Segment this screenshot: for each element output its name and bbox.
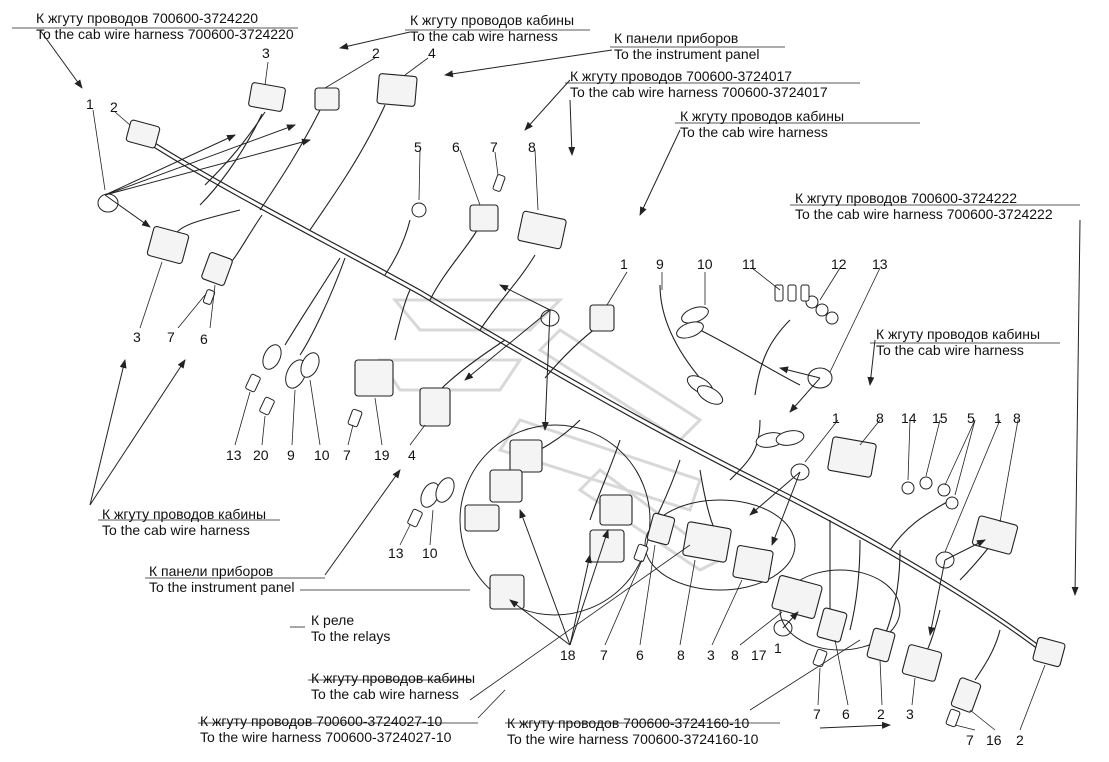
label-en: To the cab wire harness 700600-3724017 (570, 84, 828, 100)
label-panel-left: К панели приборов To the instrument pane… (149, 563, 295, 595)
label-ru: К реле (311, 612, 355, 628)
callout-number: 6 (636, 647, 644, 663)
callout-number: 7 (600, 647, 608, 663)
label-en: To the cab wire harness 700600-3724220 (36, 26, 294, 42)
label-en: To the cab wire harness 700600-3724222 (795, 206, 1053, 222)
label-cab-right: К жгуту проводов кабины To the cab wire … (876, 326, 1040, 358)
label-wire-3724027: К жгуту проводов 700600-3724027-10 To th… (200, 713, 451, 745)
callout-number: 7 (490, 139, 498, 155)
callout-number: 2 (1016, 732, 1024, 748)
label-ru: К жгуту проводов кабины (876, 326, 1041, 342)
callout-number: 15 (932, 410, 948, 426)
label-cab-bottom: К жгуту проводов кабины To the cab wire … (311, 670, 475, 702)
label-cab-3724222: К жгуту проводов 700600-3724222 To the c… (795, 190, 1053, 222)
label-wire-3724160: К жгуту проводов 700600-3724160-10 To th… (507, 715, 758, 747)
connectors (125, 73, 1066, 713)
label-ru: К жгуту проводов кабины (311, 670, 476, 686)
callout-number: 2 (877, 706, 885, 722)
callout-number: 4 (428, 45, 436, 61)
label-en: To the cab wire harness (102, 522, 250, 538)
callout-number: 10 (314, 447, 330, 463)
callout-number: 1 (994, 410, 1002, 426)
label-ru: К жгуту проводов 700600-3724220 (36, 10, 259, 26)
label-en: To the instrument panel (149, 579, 295, 595)
callout-number: 10 (697, 256, 713, 272)
callout-number: 2 (372, 45, 380, 61)
callout-number: 16 (986, 732, 1002, 748)
callout-number: 17 (751, 647, 767, 663)
callout-number: 3 (133, 329, 141, 345)
branches (174, 104, 1001, 681)
callout-number: 12 (831, 256, 847, 272)
leader-arrows (39, 29, 1081, 729)
callout-number: 1 (832, 410, 840, 426)
label-ru: К жгуту проводов 700600-3724027-10 (200, 713, 443, 729)
callout-number: 1 (86, 96, 94, 112)
label-en: To the cab wire harness (876, 342, 1024, 358)
callout-number: 9 (287, 447, 295, 463)
callout-number: 3 (707, 647, 715, 663)
label-en: To the relays (311, 628, 391, 644)
callout-number: 3 (906, 706, 914, 722)
callout-number: 1 (774, 640, 782, 656)
label-relays: К реле To the relays (311, 612, 390, 644)
label-cab-mid: К жгуту проводов кабины To the cab wire … (680, 108, 844, 140)
callout-number: 13 (388, 545, 404, 561)
label-cab-top: К жгуту проводов кабины To the cab wire … (410, 12, 574, 44)
watermark-logo (377, 298, 723, 572)
label-en: To the wire harness 700600-3724027-10 (200, 729, 452, 745)
label-cab-left: К жгуту проводов кабины To the cab wire … (102, 506, 266, 538)
callout-number: 6 (200, 331, 208, 347)
callout-number: 10 (422, 545, 438, 561)
callout-number: 7 (167, 329, 175, 345)
callout-number: 1 (620, 256, 628, 272)
callout-number: 18 (560, 647, 576, 663)
callout-number: 8 (677, 647, 685, 663)
label-en: To the wire harness 700600-3724160-10 (507, 731, 759, 747)
callout-number: 4 (408, 447, 416, 463)
callout-number: 8 (731, 647, 739, 663)
label-ru: К жгуту проводов кабины (680, 108, 845, 124)
callout-number: 6 (842, 706, 850, 722)
label-en: To the cab wire harness (680, 124, 828, 140)
callout-number: 7 (813, 706, 821, 722)
label-ru: К жгуту проводов кабины (410, 12, 575, 28)
callout-number: 20 (253, 447, 269, 463)
callout-number: 9 (656, 256, 664, 272)
callout-number: 8 (876, 410, 884, 426)
terminals (202, 174, 961, 728)
label-ru: К панели приборов (149, 563, 274, 579)
callout-number: 6 (452, 139, 460, 155)
callout-number: 19 (374, 447, 390, 463)
label-ru: К жгуту проводов кабины (102, 506, 267, 522)
callout-number: 7 (343, 447, 351, 463)
callout-number: 8 (528, 139, 536, 155)
label-cab-3724017: К жгуту проводов 700600-3724017 To the c… (570, 68, 828, 100)
callout-number: 5 (414, 139, 422, 155)
callout-number: 7 (966, 732, 974, 748)
callout-number: 2 (110, 99, 118, 115)
callout-leaders (92, 57, 1046, 731)
label-underlines (12, 27, 1080, 724)
label-cab-3724220: К жгуту проводов 700600-3724220 To the c… (36, 10, 294, 42)
label-ru: К жгуту проводов 700600-3724160-10 (507, 715, 750, 731)
callout-number: 11 (742, 256, 757, 272)
callout-number: 13 (872, 256, 888, 272)
label-ru: К жгуту проводов 700600-3724017 (570, 68, 793, 84)
label-ru: К жгуту проводов 700600-3724222 (795, 190, 1018, 206)
callout-number: 13 (226, 447, 242, 463)
label-en: To the cab wire harness (410, 28, 558, 44)
label-ru: К панели приборов (614, 30, 739, 46)
callout-number: 3 (262, 45, 270, 61)
callout-number: 5 (967, 410, 975, 426)
main-trunk (149, 139, 1048, 657)
label-en: To the instrument panel (614, 46, 760, 62)
callout-number: 8 (1013, 410, 1021, 426)
label-en: To the cab wire harness (311, 686, 459, 702)
callout-number: 14 (901, 410, 917, 426)
label-panel-top: К панели приборов To the instrument pane… (614, 30, 760, 62)
